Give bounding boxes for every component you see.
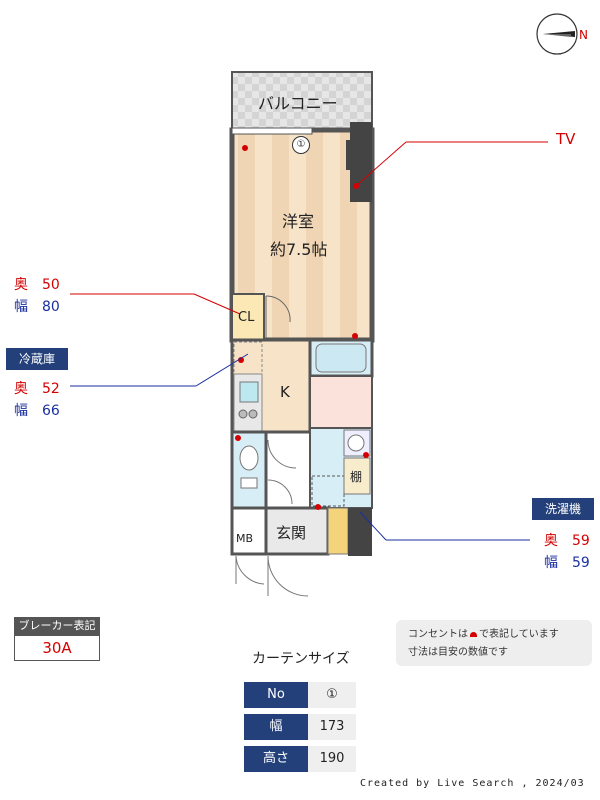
meter-box [230, 506, 268, 556]
curtain-value-no: ① [308, 682, 356, 708]
closet-depth-value: 50 [42, 277, 60, 293]
closet-width-value: 80 [42, 299, 60, 315]
tv-label: TV [556, 130, 576, 148]
closet-width: 幅 80 [14, 296, 60, 316]
balcony-label: バルコニー [258, 94, 338, 113]
shelf-label: 棚 [350, 470, 363, 484]
shelf [343, 457, 371, 495]
washer-badge: 洗濯機 [532, 498, 594, 520]
curtain-header-width: 幅 [244, 714, 308, 740]
notes-box: コンセントはで表記しています 寸法は目安の数値です [396, 620, 592, 666]
washer-width: 幅 59 [544, 552, 590, 572]
compass-n-label: N [579, 28, 588, 42]
washer-depth-label: 奥 [544, 533, 558, 549]
curtain-value-height: 190 [308, 746, 356, 772]
outlet-legend-icon [470, 632, 477, 637]
window-number: ① [292, 136, 310, 154]
outlet-markers [235, 145, 369, 510]
curtain-header-height: 高さ [244, 746, 308, 772]
entrance-label: 玄関 [276, 524, 307, 542]
fridge-width: 幅 66 [14, 400, 60, 420]
compass: N [536, 13, 588, 55]
curtain-header-no: No [244, 682, 308, 708]
washer-width-label: 幅 [544, 555, 558, 571]
kitchen-label: K [280, 383, 290, 401]
curtain-title: カーテンサイズ [252, 651, 350, 667]
fridge-depth-value: 52 [42, 381, 60, 397]
breaker-title: ブレーカー表記 [14, 617, 100, 635]
washer-depth-value: 59 [572, 533, 590, 549]
washer-depth: 奥 59 [544, 530, 590, 550]
notes-line-2: 寸法は目安の数値です [408, 647, 508, 658]
fridge-badge: 冷蔵庫 [6, 348, 68, 370]
notes-line-1: コンセントはで表記しています [408, 626, 592, 644]
fridge-width-label: 幅 [14, 403, 28, 419]
closet-width-label: 幅 [14, 299, 28, 315]
washer-width-value: 59 [572, 555, 590, 571]
closet-depth: 奥 50 [14, 274, 60, 294]
fridge-depth-label: 奥 [14, 381, 28, 397]
breaker-value: 30A [14, 635, 100, 661]
western-room-size: 約7.5帖 [270, 240, 328, 259]
closet-depth-label: 奥 [14, 277, 28, 293]
fridge-width-value: 66 [42, 403, 60, 419]
western-room-label: 洋室 [282, 212, 315, 231]
notes-line-1-text: コンセントは [408, 629, 468, 640]
footer-credit: Created by Live Search , 2024/03 [360, 778, 585, 789]
meter-box-label: MB [236, 532, 254, 545]
closet-label: CL [238, 310, 255, 325]
fridge-depth: 奥 52 [14, 378, 60, 398]
curtain-value-width: 173 [308, 714, 356, 740]
notes-line-1-tail: で表記しています [479, 629, 559, 640]
